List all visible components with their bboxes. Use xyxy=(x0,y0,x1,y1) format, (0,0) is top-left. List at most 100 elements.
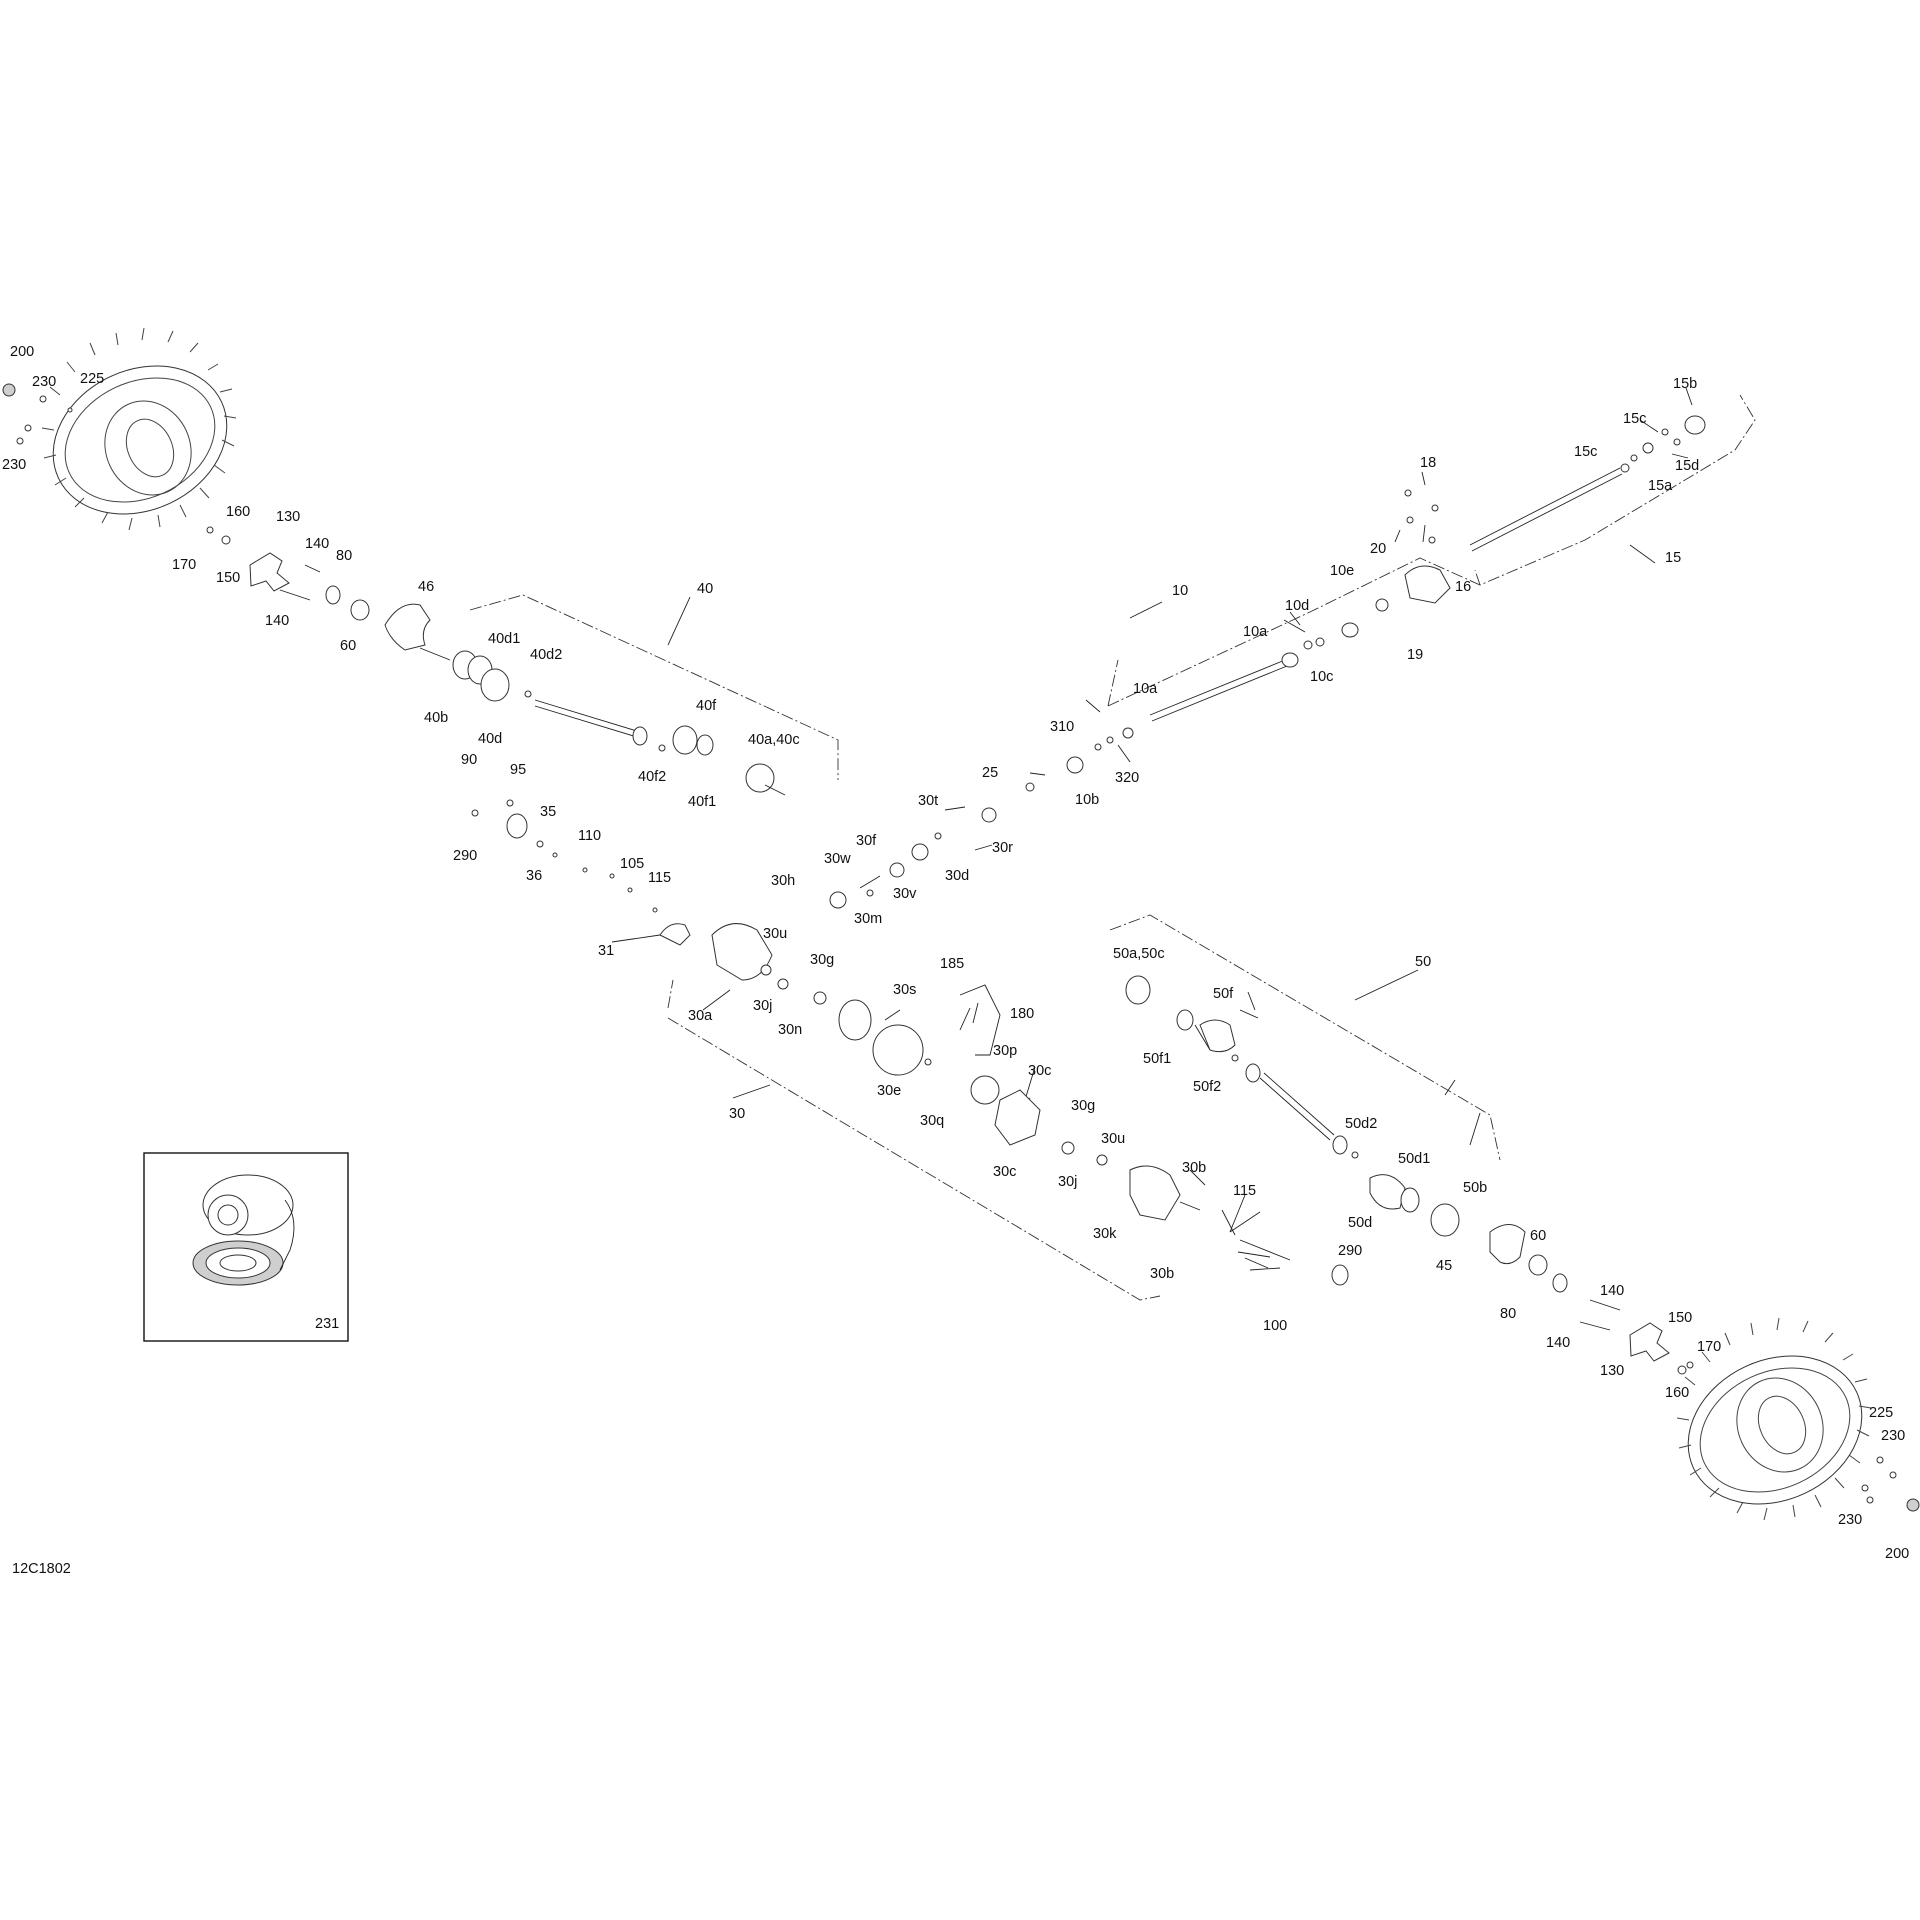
part-label: 31 xyxy=(598,943,614,959)
part-label: 230 xyxy=(32,374,56,390)
part-label: 30g xyxy=(1071,1098,1095,1114)
part-label: 50a,50c xyxy=(1113,946,1165,962)
part-label: 15 xyxy=(1665,550,1681,566)
part-label: 160 xyxy=(1665,1385,1689,1401)
part-label: 30c xyxy=(993,1164,1016,1180)
part-label: 10a xyxy=(1133,681,1158,697)
part-label: 130 xyxy=(276,509,300,525)
part-label: 46 xyxy=(418,579,434,595)
part-label: 40d2 xyxy=(530,647,562,663)
part-label: 170 xyxy=(1697,1339,1721,1355)
part-label: 290 xyxy=(1338,1243,1362,1259)
part-label: 50 xyxy=(1415,954,1431,970)
part-label: 10d xyxy=(1285,598,1309,614)
part-label: 140 xyxy=(1546,1335,1570,1351)
part-label: 30a xyxy=(688,1008,713,1024)
part-label: 105 xyxy=(620,856,644,872)
part-label: 30u xyxy=(1101,1131,1125,1147)
part-label: 40f xyxy=(696,698,717,714)
part-label: 30g xyxy=(810,952,834,968)
part-label: 30s xyxy=(893,982,916,998)
part-label: 30j xyxy=(1058,1174,1077,1190)
part-label: 150 xyxy=(216,570,240,586)
part-label: 45 xyxy=(1436,1258,1452,1274)
right-wheel-assembly xyxy=(1676,1317,1920,1521)
part-label: 30b xyxy=(1182,1160,1206,1176)
part-label: 140 xyxy=(305,536,329,552)
part-label: 10 xyxy=(1172,583,1188,599)
part-label: 30v xyxy=(893,886,917,902)
part-label: 10b xyxy=(1075,792,1099,808)
part-label: 20 xyxy=(1370,541,1386,557)
part-label: 50f1 xyxy=(1143,1051,1171,1067)
part-label: 30k xyxy=(1093,1226,1117,1242)
part-label: 15c xyxy=(1574,444,1597,460)
part-label: 40 xyxy=(697,581,713,597)
inset-part-label: 231 xyxy=(315,1316,339,1332)
part-label: 18 xyxy=(1420,455,1436,471)
part-label: 170 xyxy=(172,557,196,573)
part-label: 30h xyxy=(771,873,795,889)
part-label: 30f xyxy=(856,833,877,849)
group-outlines xyxy=(469,394,1756,1301)
part-label: 140 xyxy=(265,613,289,629)
part-label: 140 xyxy=(1600,1283,1624,1299)
part-label: 115 xyxy=(1233,1183,1256,1199)
part-label: 30m xyxy=(854,911,882,927)
part-label: 30w xyxy=(824,851,851,867)
part-labels: 200 230 230 225 160 170 150 130 140 80 1… xyxy=(2,344,1909,1577)
part-label: 40d xyxy=(478,731,502,747)
part-label: 80 xyxy=(1500,1306,1516,1322)
part-label: 30b xyxy=(1150,1266,1174,1282)
part-label: 16 xyxy=(1455,579,1471,595)
part-label: 185 xyxy=(940,956,964,972)
part-label: 40d1 xyxy=(488,631,520,647)
part-label: 10c xyxy=(1310,669,1333,685)
part-label: 95 xyxy=(510,762,526,778)
part-label: 90 xyxy=(461,752,477,768)
part-label: 10a xyxy=(1243,624,1268,640)
part-label: 230 xyxy=(1838,1512,1862,1528)
part-label: 60 xyxy=(1530,1228,1546,1244)
part-label: 160 xyxy=(226,504,250,520)
part-label: 60 xyxy=(340,638,356,654)
part-label: 36 xyxy=(526,868,542,884)
part-label: 50f xyxy=(1213,986,1234,1002)
part-label: 50d1 xyxy=(1398,1151,1430,1167)
left-wheel-assembly xyxy=(2,327,237,531)
inset-box xyxy=(143,1152,349,1342)
part-label: 50f2 xyxy=(1193,1079,1221,1095)
part-label: 15a xyxy=(1648,478,1673,494)
part-label: 30 xyxy=(729,1106,745,1122)
part-label: 15c xyxy=(1623,411,1646,427)
part-label: 40b xyxy=(424,710,448,726)
part-label: 225 xyxy=(1869,1405,1893,1421)
part-label: 30p xyxy=(993,1043,1017,1059)
part-label: 110 xyxy=(578,828,601,844)
part-label: 30q xyxy=(920,1113,944,1129)
part-label: 40a,40c xyxy=(748,732,800,748)
part-label: 230 xyxy=(1881,1428,1905,1444)
part-label: 30d xyxy=(945,868,969,884)
part-label: 115 xyxy=(648,870,671,886)
part-label: 30e xyxy=(877,1083,901,1099)
part-label: 30j xyxy=(753,998,772,1014)
part-label: 40f2 xyxy=(638,769,666,785)
part-label: 50d xyxy=(1348,1215,1372,1231)
part-label: 180 xyxy=(1010,1006,1034,1022)
part-label: 230 xyxy=(2,457,26,473)
part-label: 15d xyxy=(1675,458,1699,474)
part-label: 50b xyxy=(1463,1180,1487,1196)
part-label: 30t xyxy=(918,793,938,809)
part-label: 200 xyxy=(1885,1546,1909,1562)
front-differential-group xyxy=(471,782,1271,1269)
part-label: 310 xyxy=(1050,719,1074,735)
diagram-code: 12C1802 xyxy=(12,1561,71,1577)
part-label: 40f1 xyxy=(688,794,716,810)
part-label: 50d2 xyxy=(1345,1116,1377,1132)
part-label: 15b xyxy=(1673,376,1697,392)
part-label: 30c xyxy=(1028,1063,1051,1079)
part-label: 30n xyxy=(778,1022,802,1038)
part-label: 320 xyxy=(1115,770,1139,786)
